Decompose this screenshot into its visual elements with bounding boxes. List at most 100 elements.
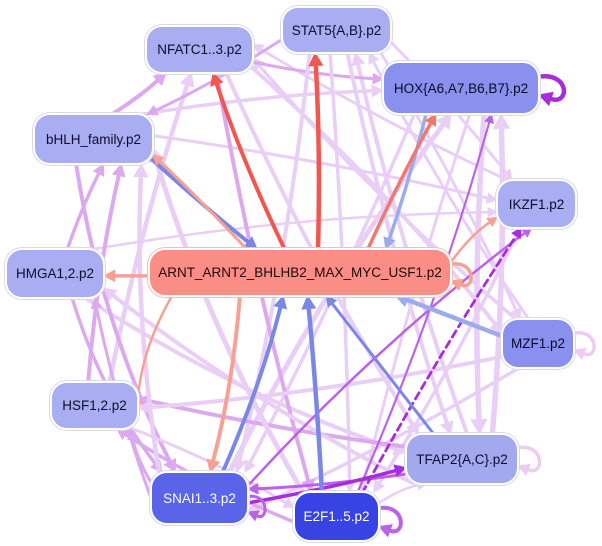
edge-stat5-ikzf-arrowhead xyxy=(500,168,513,181)
node-label-tfap2: TFAP2{A,C}.p2 xyxy=(416,451,508,467)
edge-e2f-hsf-arrowhead xyxy=(115,428,130,441)
node-nfatc[interactable]: NFATC1..3.p2 xyxy=(147,27,252,72)
self-loop-hox-arrowhead xyxy=(538,91,554,107)
node-hmga[interactable]: HMGA1,2.p2 xyxy=(7,250,103,297)
edge-bhlh-hox xyxy=(135,89,374,117)
edge-arnt-hmga-arrowhead xyxy=(103,269,116,283)
edge-bhlh-nfatc-arrowhead xyxy=(152,72,167,87)
edge-bhlh-ikzf-arrowhead xyxy=(485,192,498,204)
edge-tfap2-snai-arrowhead xyxy=(247,482,259,495)
node-label-bhlh: bHLH_family.p2 xyxy=(45,131,142,147)
edge-hox-snai-arrowhead xyxy=(244,459,257,473)
edge-arnt-hox xyxy=(365,122,433,252)
edge-arnt-hox-arrowhead xyxy=(424,113,437,127)
self-loop-snai xyxy=(244,494,267,518)
edge-arnt-snai xyxy=(211,293,242,463)
node-label-hox: HOX{A6,A7,B6,B7}.p2 xyxy=(393,80,529,96)
edge-hmga-ikzf-arrowhead xyxy=(487,206,498,218)
edge-ikzf-nfatc-arrowhead xyxy=(252,43,265,55)
self-loop-tfap2 xyxy=(514,445,542,473)
edge-arnt-nfatc xyxy=(214,82,287,252)
edge-hsf-nfatc-arrowhead xyxy=(180,72,195,88)
edge-mzf-arnt xyxy=(405,297,506,339)
edge-arnt-stat5-arrowhead xyxy=(308,52,324,67)
edge-mzf-arnt-arrowhead xyxy=(394,292,411,308)
node-label-hmga: HMGA1,2.p2 xyxy=(15,266,95,281)
self-loop-mzf-arrowhead xyxy=(573,347,587,360)
node-stat5[interactable]: STAT5{A,B}.p2 xyxy=(283,8,390,52)
edge-tfap2-arnt-arrowhead xyxy=(325,295,338,308)
node-label-e2f: E2F1..5.p2 xyxy=(303,509,370,524)
edge-stat5-tfap2-arrowhead xyxy=(440,420,454,435)
self-loop-e2f xyxy=(375,505,403,534)
node-snai[interactable]: SNAI1..3.p2 xyxy=(152,473,247,523)
edge-snai-ikzf xyxy=(245,232,526,488)
edge-e2f-arnt xyxy=(306,306,325,496)
node-bhlh[interactable]: bHLH_family.p2 xyxy=(35,115,152,163)
edge-e2f-ikzf-arrowhead xyxy=(511,227,522,240)
edge-hsf-e2f-arrowhead xyxy=(282,497,295,509)
edge-arnt-hsf xyxy=(136,293,174,402)
edge-ikzf-e2f-arrowhead xyxy=(373,479,386,493)
edge-e2f-bhlh xyxy=(153,158,306,496)
self-loop-hox xyxy=(534,74,567,102)
node-label-stat5: STAT5{A,B}.p2 xyxy=(291,22,382,38)
node-label-mzf: MZF1.p2 xyxy=(510,336,565,351)
edge-arnt-ikzf xyxy=(448,221,491,265)
node-label-snai: SNAI1..3.p2 xyxy=(163,490,236,506)
edge-snai-tfap2 xyxy=(245,468,397,505)
edge-hmga-ikzf xyxy=(87,210,489,252)
edge-snai-arnt-arrowhead xyxy=(273,295,288,310)
edge-arnt-ikzf-arrowhead xyxy=(486,216,498,227)
edge-e2f-hox-arrowhead xyxy=(484,113,494,124)
edge-bhlh-arnt-arrowhead xyxy=(243,236,258,250)
edge-arnt-stat5 xyxy=(313,63,322,253)
self-loop-mzf xyxy=(570,331,596,357)
node-arnt[interactable]: ARNT_ARNT2_BHLHB2_MAX_MYC_USF1.p2 xyxy=(150,250,450,295)
edge-ikzf-e2f xyxy=(377,225,523,485)
edge-snai-hox-arrowhead xyxy=(436,113,452,130)
edge-mzf-stat5-arrowhead xyxy=(368,52,380,65)
node-hox[interactable]: HOX{A6,A7,B6,B7}.p2 xyxy=(384,63,538,113)
edge-hmga-bhlh xyxy=(65,172,101,252)
node-e2f[interactable]: E2F1..5.p2 xyxy=(295,493,378,540)
self-loop-snai-arrowhead xyxy=(247,510,260,522)
edge-tfap2-hmga-arrowhead xyxy=(103,287,118,302)
self-loop-arnt xyxy=(447,262,473,288)
edge-arnt-snai-arrowhead xyxy=(206,458,221,473)
edge-snai-arnt xyxy=(220,305,283,475)
edge-snai-bhlh xyxy=(137,174,162,476)
edge-mzf-hsf xyxy=(148,354,505,410)
edge-bhlh-hox-arrowhead xyxy=(371,84,384,98)
node-tfap2[interactable]: TFAP2{A,C}.p2 xyxy=(407,435,517,483)
node-hsf[interactable]: HSF1,2.p2 xyxy=(52,383,137,428)
edge-arnt-bhlh-arrowhead xyxy=(152,153,165,167)
edge-snai-hmga-arrowhead xyxy=(90,297,103,310)
edge-tfap2-arnt xyxy=(331,302,436,437)
node-label-arnt: ARNT_ARNT2_BHLHB2_MAX_MYC_USF1.p2 xyxy=(158,265,442,280)
edge-hox-arnt-arrowhead xyxy=(383,236,396,250)
node-mzf[interactable]: MZF1.p2 xyxy=(503,320,573,367)
edge-mzf-snai xyxy=(256,365,523,509)
node-ikzf[interactable]: IKZF1.p2 xyxy=(498,181,575,227)
self-loop-tfap2-arrowhead xyxy=(517,463,531,476)
edge-arnt-nfatc-arrowhead xyxy=(210,72,224,87)
edge-snai-bhlh-arrowhead xyxy=(133,163,149,178)
edge-stat5-mzf-arrowhead xyxy=(510,307,522,320)
edge-e2f-ikzf xyxy=(360,234,518,495)
edge-snai-tfap2-arrowhead xyxy=(393,464,407,477)
edge-e2f-arnt-arrowhead xyxy=(301,295,317,310)
edge-bhlh-nfatc xyxy=(109,78,160,117)
edge-tfap2-hsf xyxy=(147,399,409,449)
node-label-hsf: HSF1,2.p2 xyxy=(62,398,127,413)
self-loop-e2f-arrowhead xyxy=(378,524,393,538)
edge-hox-arnt xyxy=(387,111,429,241)
edge-e2f-tfap2 xyxy=(376,483,419,505)
node-label-ikzf: IKZF1.p2 xyxy=(508,196,565,212)
edge-snai-hsf xyxy=(131,437,154,486)
edge-nfatc-hox-arrowhead xyxy=(372,72,384,85)
edge-hox-tfap2-arrowhead xyxy=(470,418,488,435)
edge-tfap2-stat5-arrowhead xyxy=(351,52,365,67)
edge-tfap2-stat5 xyxy=(356,62,470,437)
